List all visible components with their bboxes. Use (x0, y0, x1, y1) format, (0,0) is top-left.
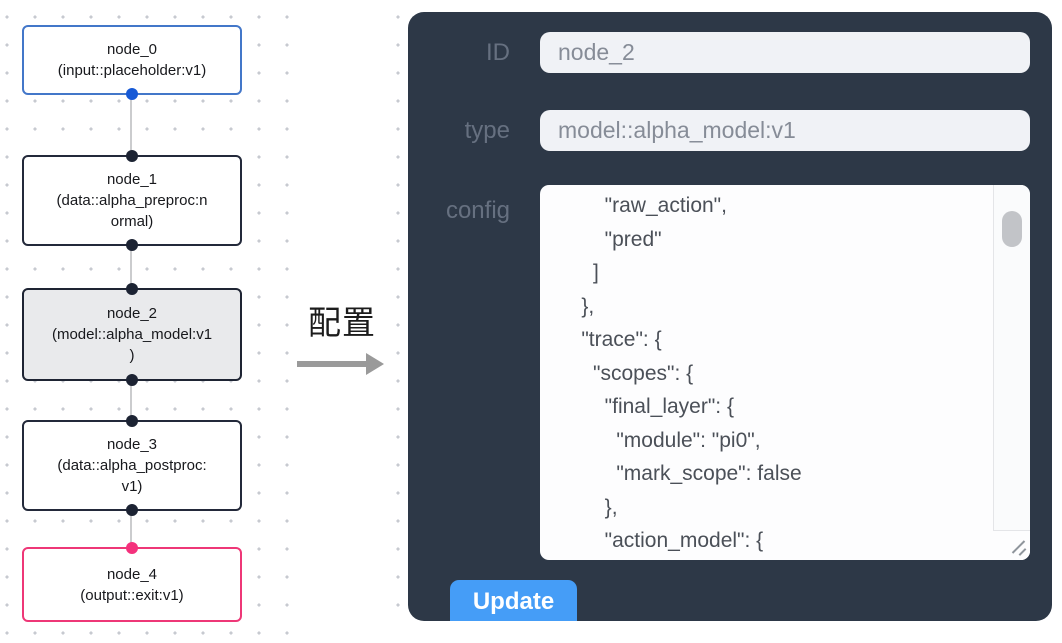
config-panel: ID type config "raw_action", "pred" ] },… (408, 12, 1052, 621)
update-button[interactable]: Update (450, 580, 577, 621)
node-3[interactable]: node_3 (data::alpha_postproc: v1) (22, 415, 242, 516)
config-field-label: config (445, 197, 510, 224)
node-1-input-port[interactable] (126, 150, 138, 162)
node-4-input-port[interactable] (126, 542, 138, 554)
config-annotation-label: 配置 (308, 304, 376, 341)
node-1-output-port[interactable] (126, 239, 138, 251)
node-canvas[interactable]: node_0 (input::placeholder:v1) node_1 (d… (0, 0, 292, 643)
node-0-label: node_0 (input::placeholder:v1) (57, 41, 207, 79)
node-1-label: node_1 (data::alpha_preproc:n ormal) (56, 171, 208, 230)
node-2-label: node_2 (model::alpha_model:v1 ) (51, 305, 213, 364)
edge-node2-node3[interactable] (130, 381, 132, 420)
node-2[interactable]: node_2 (model::alpha_model:v1 ) (22, 283, 242, 386)
node-3-input-port[interactable] (126, 415, 138, 427)
node-2-input-port[interactable] (126, 283, 138, 295)
node-1[interactable]: node_1 (data::alpha_preproc:n ormal) (22, 150, 242, 251)
edge-node3-node4[interactable] (130, 511, 132, 547)
node-0[interactable]: node_0 (input::placeholder:v1) (22, 25, 242, 100)
node-4-label: node_4 (output::exit:v1) (80, 565, 184, 604)
node-3-label: node_3 (data::alpha_postproc: v1) (57, 436, 207, 495)
node-0-output-port[interactable] (126, 88, 138, 100)
config-textarea[interactable]: "raw_action", "pred" ] }, "trace": { "sc… (540, 185, 1030, 560)
type-input[interactable] (540, 110, 1030, 151)
node-2-output-port[interactable] (126, 374, 138, 386)
right-arrow-icon (292, 353, 392, 375)
textarea-resize-handle-icon[interactable] (993, 530, 1030, 560)
edge-node1-node2[interactable] (130, 246, 132, 288)
id-field-label: ID (486, 39, 510, 66)
id-input[interactable] (540, 32, 1030, 73)
node-4[interactable]: node_4 (output::exit:v1) (22, 542, 242, 622)
config-panel-region: ID type config "raw_action", "pred" ] },… (393, 0, 1062, 621)
node-3-output-port[interactable] (126, 504, 138, 516)
type-field-label: type (464, 117, 510, 144)
config-json-text: "raw_action", "pred" ] }, "trace": { "sc… (581, 194, 802, 552)
config-scrollbar-thumb[interactable] (1002, 211, 1022, 247)
config-annotation: 配置 (292, 296, 392, 375)
edge-node0-node1[interactable] (130, 95, 132, 155)
config-scrollbar-track[interactable] (993, 185, 1030, 560)
